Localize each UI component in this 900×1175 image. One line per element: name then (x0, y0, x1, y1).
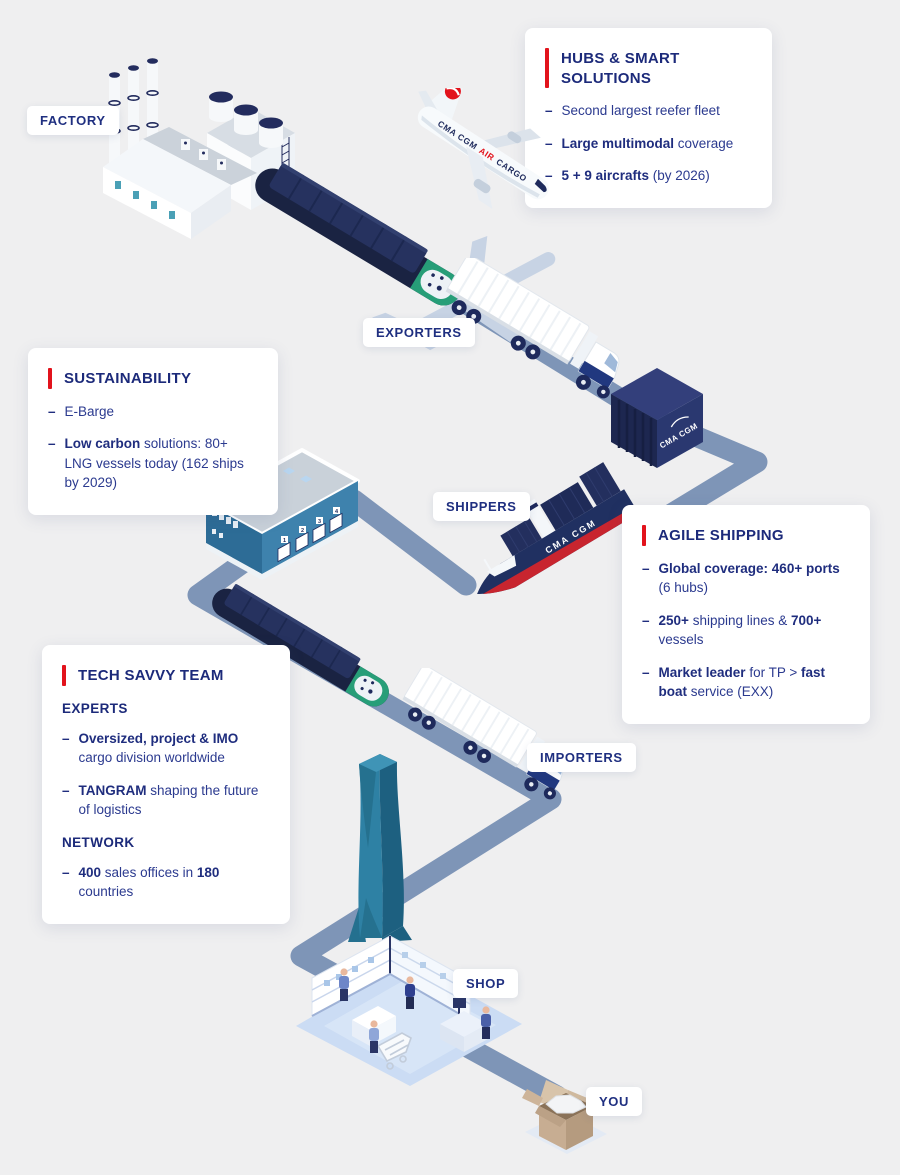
card-title-row: TECH SAVVY TEAM (62, 665, 270, 686)
bullet-text: Oversized, project & IMO cargo division … (78, 730, 239, 766)
bullet-item: –400 sales offices in 180 countries (62, 863, 270, 902)
card-title: AGILE SHIPPING (658, 527, 784, 544)
factory-roof-vents (181, 139, 226, 170)
bullet-text: Global coverage: 460+ ports (6 hubs) (658, 560, 840, 596)
bullet-dash: – (545, 135, 553, 151)
open-box-illustration (515, 1060, 615, 1155)
bullet-item: –TANGRAM shaping the future of logistics (62, 781, 270, 820)
bullet-dash: – (642, 664, 650, 680)
air-cargo-plane-illustration: CMA CGMAIRCARGO (393, 88, 578, 228)
cma-cgm-container-illustration: CMA CGM (595, 356, 715, 472)
bullet-dash: – (642, 560, 650, 576)
factory-windows (115, 181, 175, 219)
bullet-dash: – (62, 782, 70, 798)
bullet-dash: – (48, 403, 56, 419)
bullet-item: –Large multimodal coverage (545, 134, 752, 154)
bullet-item: –Low carbon solutions: 80+ LNG vessels t… (48, 434, 258, 493)
svg-text:1: 1 (283, 538, 286, 544)
card-agile-shipping: AGILE SHIPPING –Global coverage: 460+ po… (622, 505, 870, 724)
bullet-text: TANGRAM shaping the future of logistics (78, 782, 259, 818)
card-title-row: SUSTAINABILITY (48, 368, 258, 389)
bullet-dash: – (545, 103, 553, 118)
bullet-text: E-Barge (64, 403, 115, 419)
shoppers (339, 968, 491, 1053)
bullet-text: Second largest reefer fleet (561, 103, 720, 118)
bullet-item: –Oversized, project & IMO cargo division… (62, 729, 270, 768)
bullet-dash: – (62, 730, 70, 746)
svg-text:3: 3 (318, 519, 321, 525)
label-you: YOU (586, 1087, 642, 1116)
bullet-text: 5 + 9 aircrafts (by 2026) (561, 168, 710, 184)
e-barge-illustration (193, 583, 408, 712)
bullet-text: Large multimodal coverage (561, 135, 734, 151)
skyscraper-illustration (330, 748, 428, 943)
factory-illustration (85, 55, 325, 240)
factory-tanks (209, 91, 283, 148)
bullet-dash: – (642, 612, 650, 628)
bullet-item: –5 + 9 aircrafts (by 2026) (545, 166, 752, 186)
container-ship-illustration: CMA CGM (448, 452, 658, 612)
shop-illustration (290, 928, 530, 1088)
bullet-dash: – (62, 864, 70, 880)
card-section-header: EXPERTS (62, 700, 128, 716)
card-title: SUSTAINABILITY (64, 370, 192, 387)
bullet-item: –Market leader for TP > fast boat servic… (642, 663, 850, 702)
checkout-counter (440, 998, 488, 1052)
red-accent-bar (545, 48, 549, 88)
bullet-text: Market leader for TP > fast boat service… (658, 664, 825, 700)
label-factory: FACTORY (27, 106, 119, 135)
exporters-truck-illustration (428, 258, 658, 416)
card-tech-savvy-team: TECH SAVVY TEAM EXPERTS–Oversized, proje… (42, 645, 290, 924)
importers-truck-illustration (386, 668, 601, 816)
path-warehouse-dock (343, 489, 477, 596)
shelf-items (324, 957, 374, 986)
bullet-text: 250+ shipping lines & 700+ vessels (658, 612, 822, 648)
label-shippers: SHIPPERS (433, 492, 530, 521)
bullet-text: Low carbon solutions: 80+ LNG vessels to… (64, 436, 244, 491)
label-importers: IMPORTERS (527, 743, 636, 772)
card-section-header: NETWORK (62, 834, 135, 850)
card-title-row: HUBS & SMART SOLUTIONS (545, 48, 752, 88)
shopping-cart (376, 1032, 412, 1070)
card-title-row: AGILE SHIPPING (642, 525, 850, 546)
bullet-item: –Second largest reefer fleet (545, 101, 752, 121)
bullet-dash: – (48, 436, 56, 452)
svg-text:2: 2 (301, 528, 304, 534)
svg-text:4: 4 (335, 509, 339, 515)
tail-logo (444, 88, 461, 100)
bullet-item: –250+ shipping lines & 700+ vessels (642, 611, 850, 650)
red-accent-bar (48, 368, 52, 389)
card-hubs-smart-solutions: HUBS & SMART SOLUTIONS –Second largest r… (525, 28, 772, 208)
bullet-text: 400 sales offices in 180 countries (78, 864, 220, 900)
card-title: TECH SAVVY TEAM (78, 667, 224, 684)
bullet-item: –Global coverage: 460+ ports (6 hubs) (642, 559, 850, 598)
bullet-item: –E-Barge (48, 402, 258, 422)
card-title: HUBS & SMART SOLUTIONS (561, 50, 680, 87)
card-sustainability: SUSTAINABILITY –E-Barge–Low carbon solut… (28, 348, 278, 515)
warehouse-docks: 1 2 3 4 (277, 507, 343, 563)
label-shop: SHOP (453, 969, 519, 998)
red-accent-bar (642, 525, 646, 546)
label-exporters: EXPORTERS (363, 318, 475, 347)
red-accent-bar (62, 665, 66, 686)
barge-illustration (233, 162, 483, 312)
bullet-dash: – (545, 168, 553, 184)
